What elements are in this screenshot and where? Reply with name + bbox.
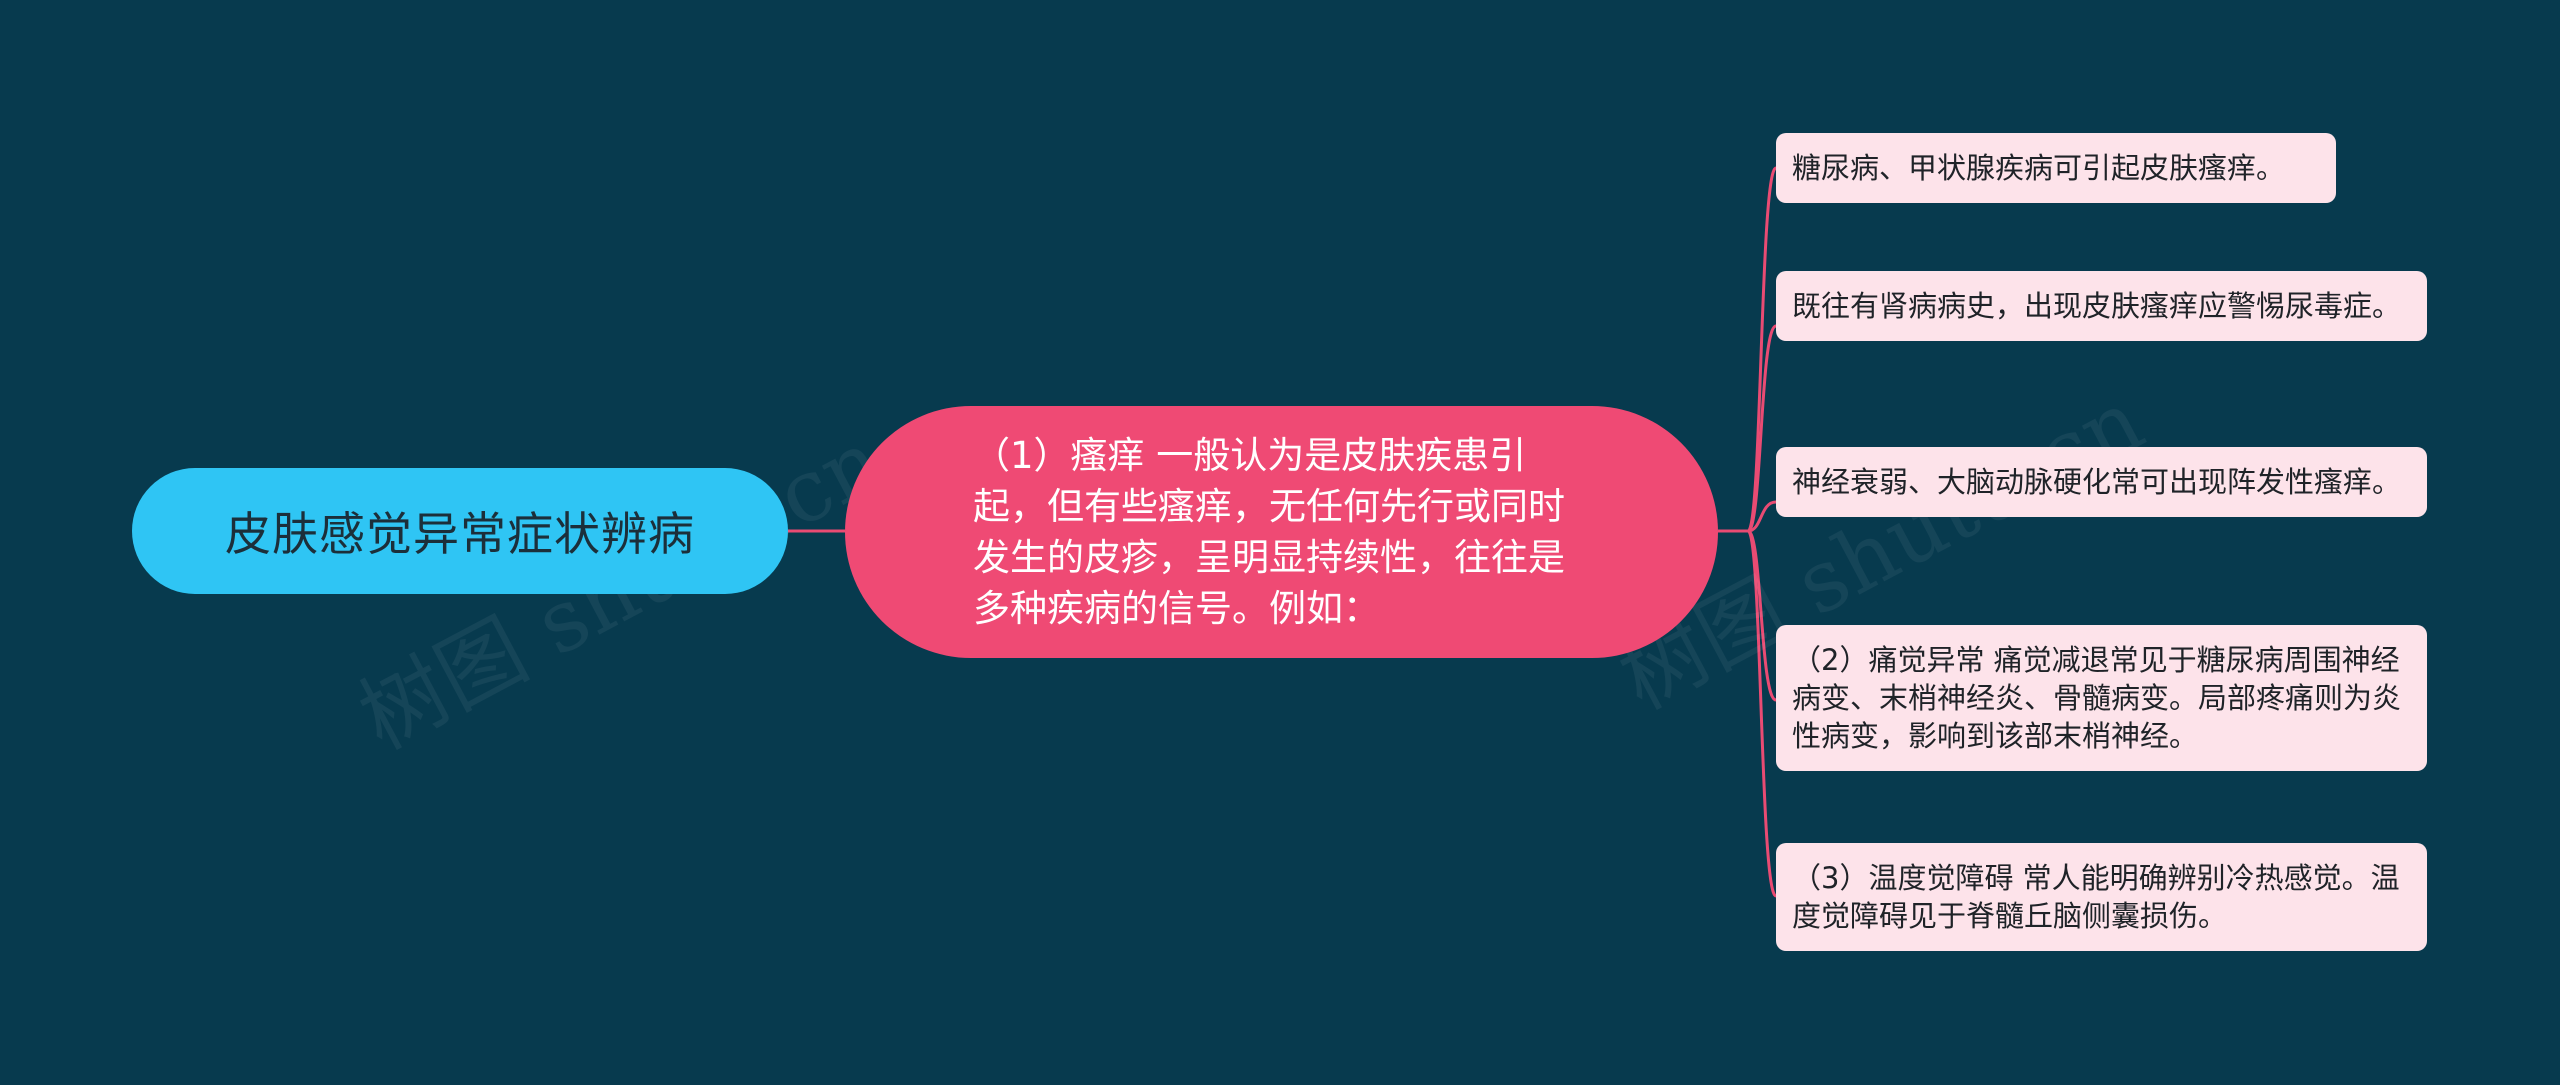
connector-leaf-5	[1746, 529, 1778, 898]
leaf-node-text: （2）痛觉异常 痛觉减退常见于糖尿病周围神经病变、末梢神经炎、骨髓病变。局部疼痛…	[1792, 643, 2402, 753]
connector-leaf-3	[1747, 500, 1777, 533]
connector-leaf-2	[1746, 324, 1778, 533]
leaf-node-text: 神经衰弱、大脑动脉硬化常可出现阵发性瘙痒。	[1792, 465, 2402, 499]
leaf-node-5[interactable]: （3）温度觉障碍 常人能明确辨别冷热感觉。温度觉障碍见于脊髓丘脑侧囊损伤。	[1776, 843, 2427, 951]
leaf-node-4[interactable]: （2）痛觉异常 痛觉减退常见于糖尿病周围神经病变、末梢神经炎、骨髓病变。局部疼痛…	[1776, 625, 2427, 771]
leaf-node-text: （3）温度觉障碍 常人能明确辨别冷热感觉。温度觉障碍见于脊髓丘脑侧囊损伤。	[1792, 861, 2400, 933]
root-node[interactable]: 皮肤感觉异常症状辨病	[132, 468, 788, 594]
leaf-node-3[interactable]: 神经衰弱、大脑动脉硬化常可出现阵发性瘙痒。	[1776, 447, 2427, 517]
connector-leaf-1	[1746, 166, 1778, 533]
leaf-node-text: 既往有肾病病史，出现皮肤瘙痒应警惕尿毒症。	[1792, 289, 2402, 323]
connector-leaf-4	[1746, 529, 1777, 702]
leaf-node-1[interactable]: 糖尿病、甲状腺疾病可引起皮肤瘙痒。	[1776, 133, 2336, 203]
center-node-text: （1）瘙痒 一般认为是皮肤疾患引起，但有些瘙痒，无任何先行或同时发生的皮疹，呈明…	[973, 434, 1565, 630]
leaf-node-2[interactable]: 既往有肾病病史，出现皮肤瘙痒应警惕尿毒症。	[1776, 271, 2427, 341]
root-node-label: 皮肤感觉异常症状辨病	[225, 507, 695, 561]
leaf-node-text: 糖尿病、甲状腺疾病可引起皮肤瘙痒。	[1792, 151, 2286, 185]
center-node[interactable]: （1）瘙痒 一般认为是皮肤疾患引起，但有些瘙痒，无任何先行或同时发生的皮疹，呈明…	[845, 406, 1718, 658]
